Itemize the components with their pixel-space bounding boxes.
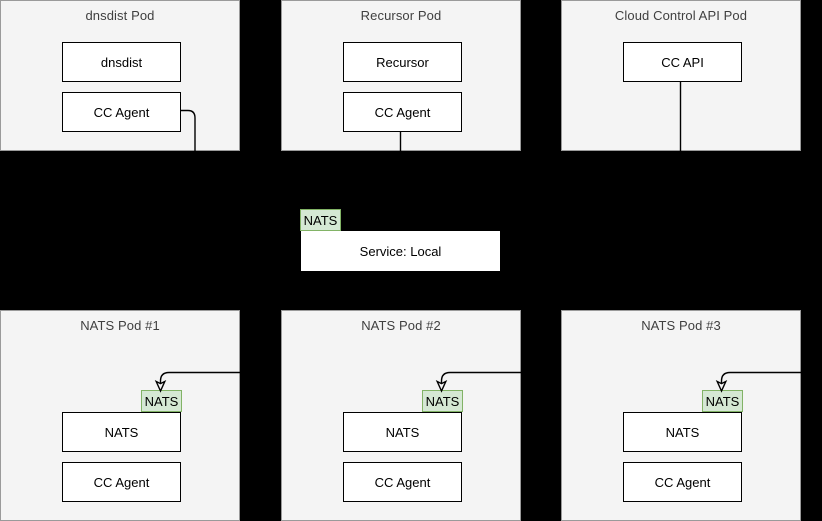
service-nats-badge[interactable]: NATS	[300, 209, 341, 231]
node-cc-agent[interactable]: CC Agent	[343, 462, 462, 502]
node-cc-agent[interactable]: CC Agent	[62, 462, 181, 502]
pod-title: Cloud Control API Pod	[614, 8, 748, 23]
pod-title: NATS Pod #1	[80, 318, 160, 333]
node-cc-agent[interactable]: CC Agent	[623, 462, 742, 502]
node-cc-agent[interactable]: CC Agent	[343, 92, 462, 132]
pod-nats-3[interactable]: NATS Pod #3 NATS NATS CC Agent	[561, 310, 801, 521]
node-nats[interactable]: NATS	[623, 412, 742, 452]
pod-title: Recursor Pod	[360, 8, 442, 23]
node-nats[interactable]: NATS	[343, 412, 462, 452]
pod-title: dnsdist Pod	[85, 8, 155, 23]
pod-dnsdist[interactable]: dnsdist Pod dnsdist CC Agent	[0, 0, 240, 151]
node-nats[interactable]: NATS	[62, 412, 181, 452]
pod-nats-1[interactable]: NATS Pod #1 NATS NATS CC Agent	[0, 310, 240, 521]
pod-cloud-control-api[interactable]: Cloud Control API Pod CC API	[561, 0, 801, 151]
pod-nats-badge[interactable]: NATS	[422, 390, 463, 412]
node-cc-agent[interactable]: CC Agent	[62, 92, 181, 132]
node-cc-api[interactable]: CC API	[623, 42, 742, 82]
pod-nats-badge[interactable]: NATS	[702, 390, 743, 412]
node-recursor[interactable]: Recursor	[343, 42, 462, 82]
pod-recursor[interactable]: Recursor Pod Recursor CC Agent	[281, 0, 521, 151]
pod-nats-2[interactable]: NATS Pod #2 NATS NATS CC Agent	[281, 310, 521, 521]
pod-title: NATS Pod #2	[361, 318, 441, 333]
service-local-box[interactable]: Service: Local	[301, 231, 500, 271]
pod-nats-badge[interactable]: NATS	[141, 390, 182, 412]
pod-title: NATS Pod #3	[641, 318, 721, 333]
node-dnsdist[interactable]: dnsdist	[62, 42, 181, 82]
